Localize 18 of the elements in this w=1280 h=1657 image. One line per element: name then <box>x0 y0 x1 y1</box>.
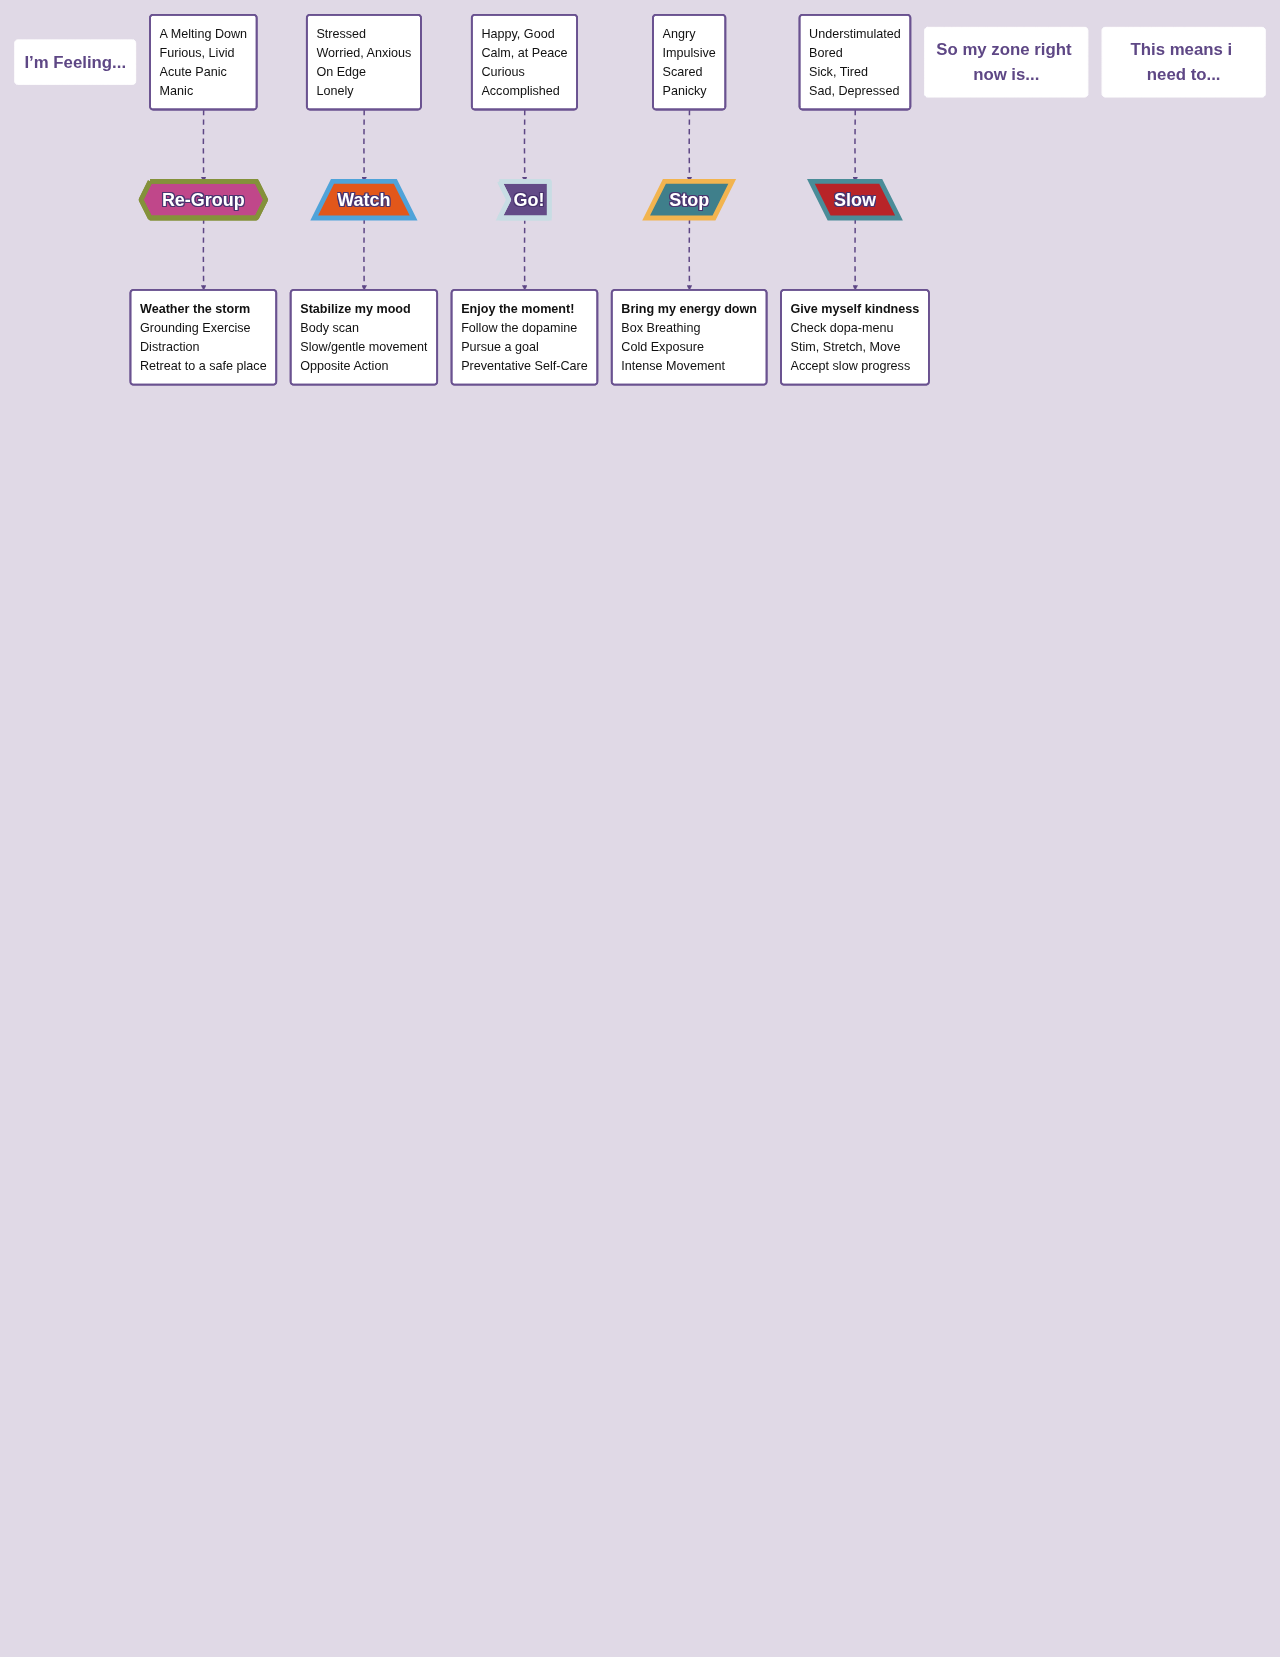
feelings-list-box: A Melting Down Furious, Livid Acute Panic Manic <box>149 13 258 111</box>
feelings-list-box: Happy, Good Calm, at Peace Curious Accomplished <box>470 13 578 111</box>
zone-shape: Stop <box>642 179 737 221</box>
heading-box: This means i need to... <box>1101 27 1266 98</box>
action-list-box: Give myself kindness Check dopa-menu Stim, Stretch, Move Accept slow progress <box>780 289 930 386</box>
zone-shape: Watch <box>310 179 418 221</box>
action-list-box: Stabilize my mood Body scan Slow/gentle movement Opposite Action <box>289 289 439 386</box>
feelings-list-box: Understimulated Bored Sick, Tired Sad, Depressed <box>798 13 912 111</box>
heading-box: So my zone right now is... <box>924 27 1089 98</box>
feelings-list-box: Stressed Worried, Anxious On Edge Lonely <box>305 13 422 111</box>
zone-shape: Go! <box>497 179 552 221</box>
zone-shape: Re-Group <box>138 179 269 221</box>
zone-shape: Slow <box>807 179 903 221</box>
action-list-box: Weather the storm Grounding Exercise Distraction Retreat to a safe place <box>129 289 278 386</box>
action-list-box: Enjoy the moment! Follow the dopamine Pursue a goal Preventative Self-Care <box>450 289 599 386</box>
feelings-list-box: Angry Impulsive Scared Panicky <box>652 13 727 111</box>
action-list-box: Bring my energy down Box Breathing Cold Exposure Intense Movement <box>610 289 768 386</box>
heading-box: I’m Feeling... <box>14 39 136 85</box>
